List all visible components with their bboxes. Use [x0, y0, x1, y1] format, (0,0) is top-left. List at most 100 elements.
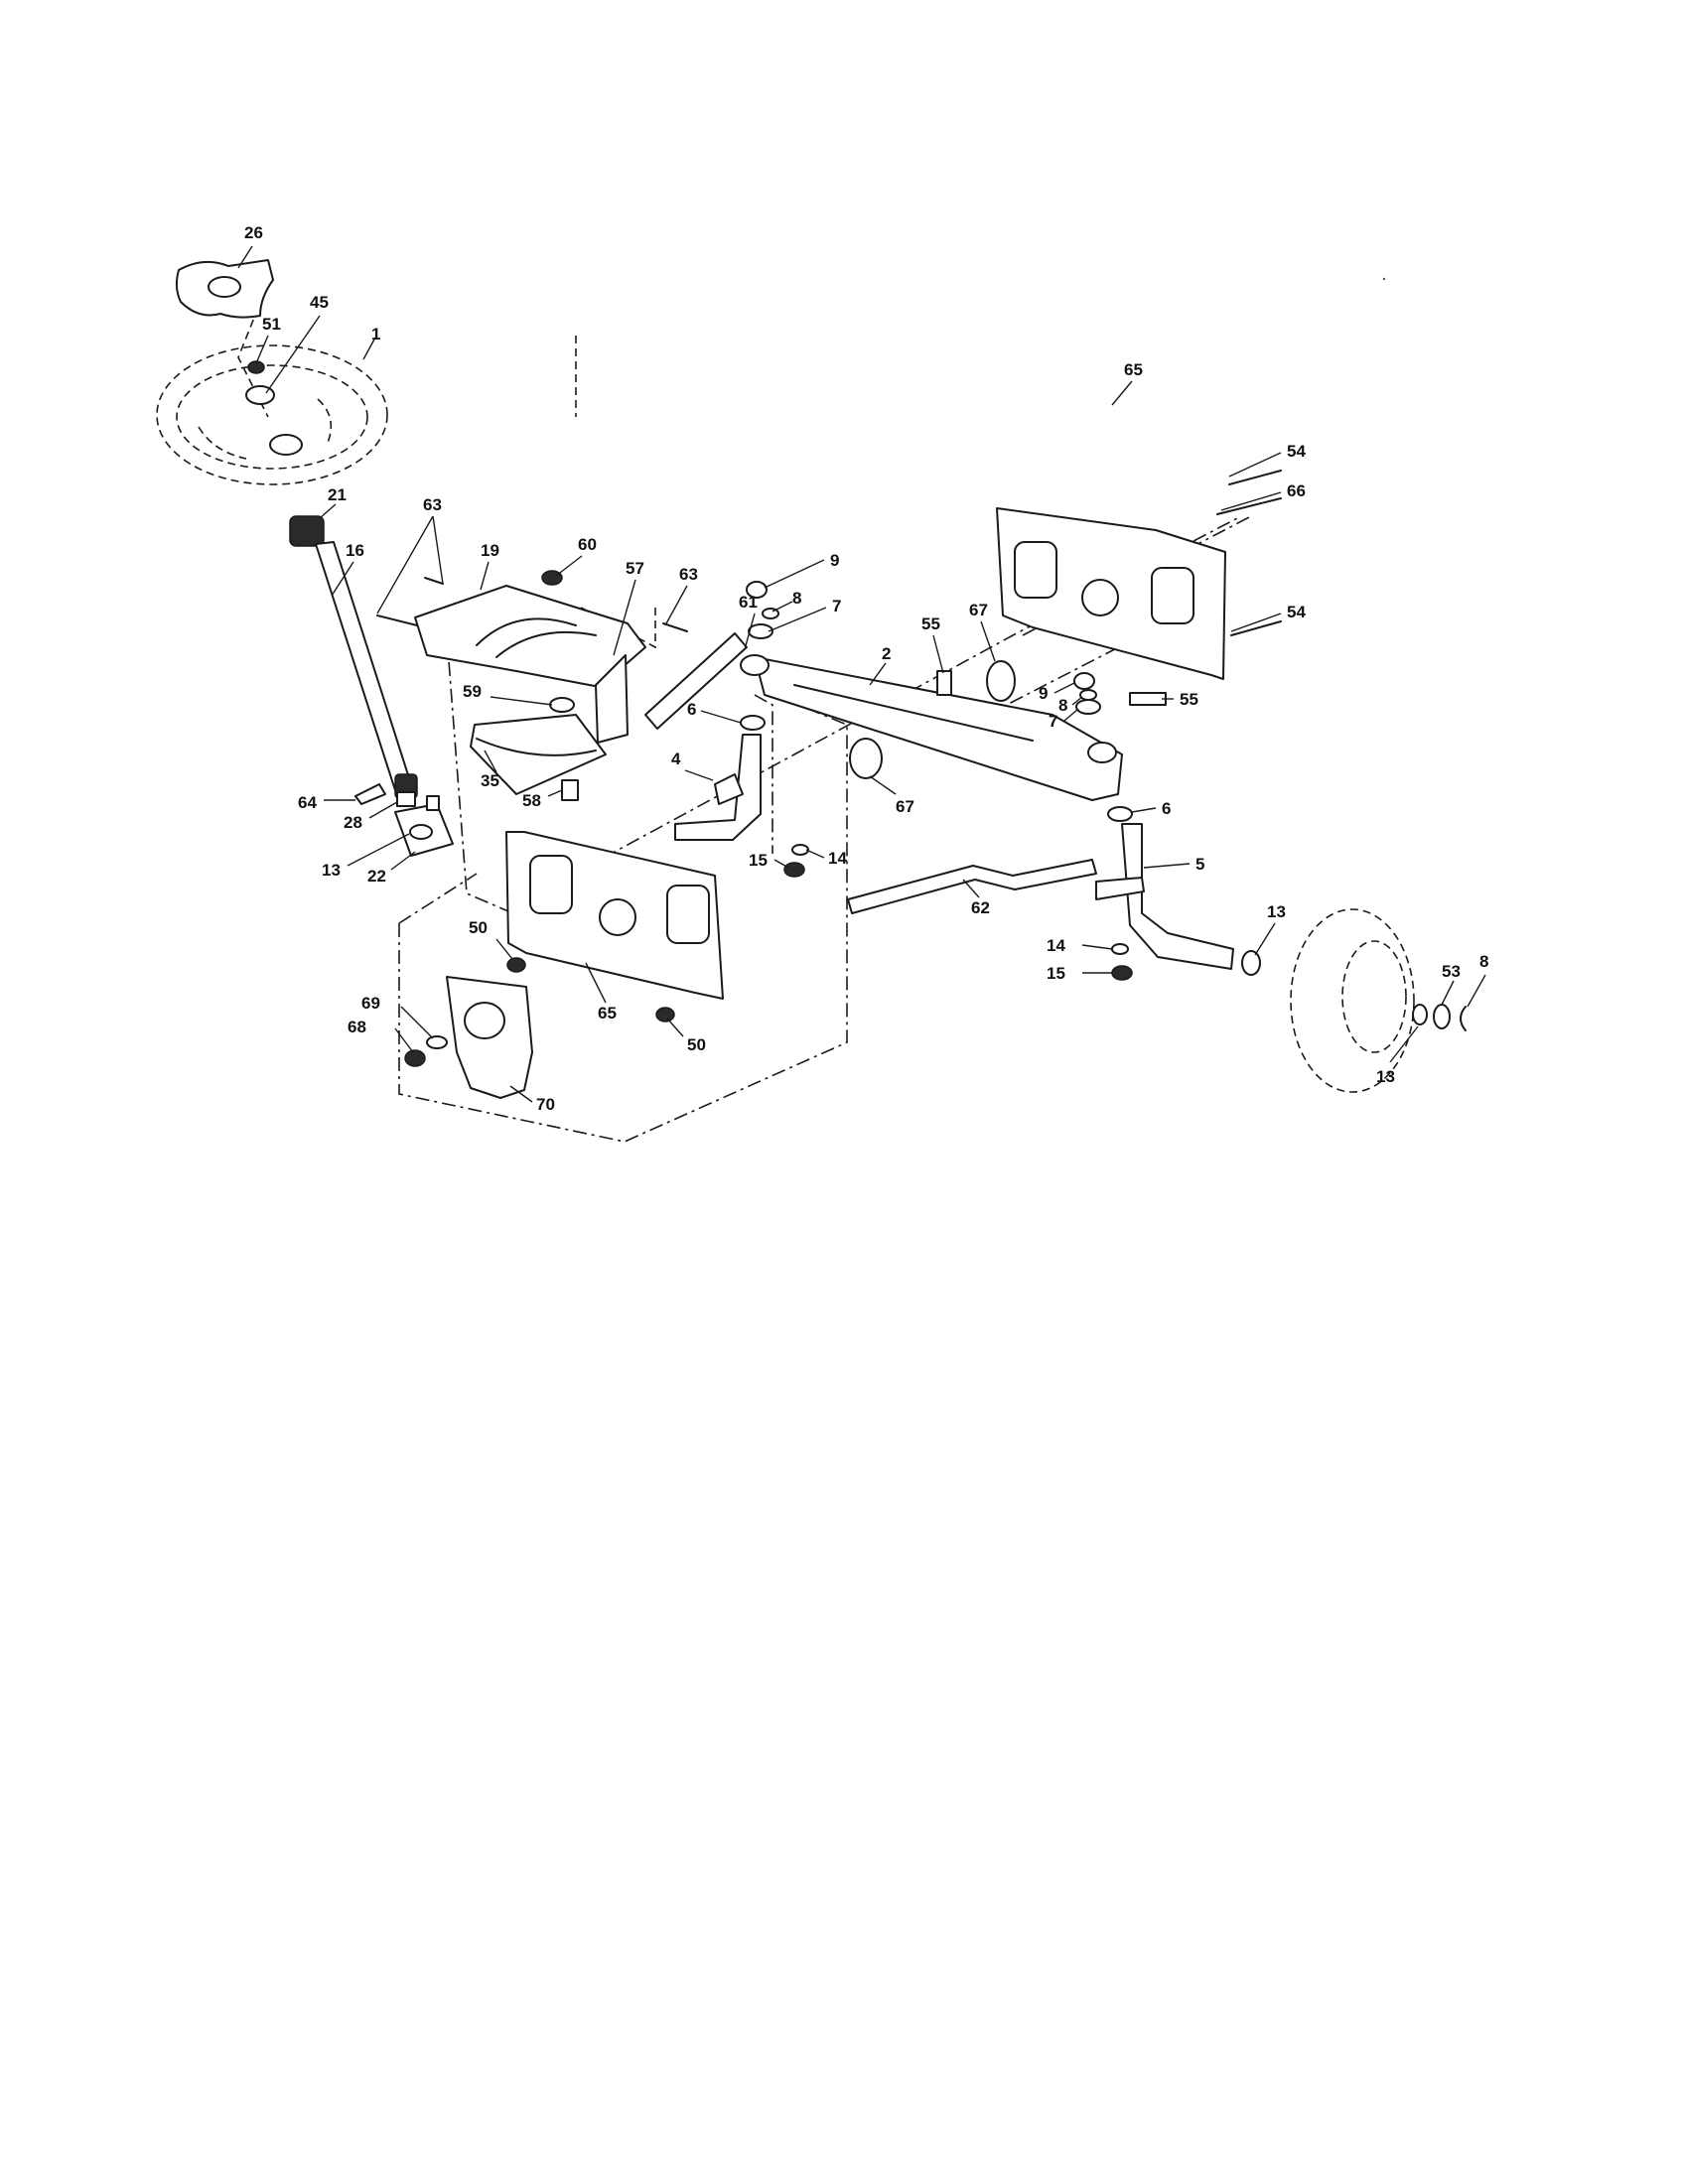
- callout-22: 22: [367, 867, 386, 886]
- leader-61: [744, 613, 756, 650]
- steering-wheel-inner-rim: [176, 364, 368, 470]
- steering-wheel-spoke-left: [198, 426, 247, 460]
- callout-8-wheel: 8: [1479, 952, 1488, 971]
- bolt-54-lower: [1230, 620, 1282, 636]
- callout-28: 28: [344, 813, 362, 832]
- roll-pin-64: [354, 783, 386, 805]
- callout-13-bushing: 13: [322, 861, 341, 880]
- callout-6-right: 6: [1162, 799, 1171, 818]
- column-group-outline: [446, 634, 537, 924]
- leader-6a: [700, 710, 742, 724]
- callout-9-lower: 9: [1039, 684, 1048, 703]
- bracket-upper-center-hole: [1081, 579, 1119, 616]
- bracket-nut-50-right: [655, 1007, 675, 1023]
- front-bracket-65-lower: [505, 831, 724, 1000]
- callout-14-lower: 14: [1047, 936, 1065, 955]
- callout-59: 59: [463, 682, 482, 701]
- steering-collar-28: [396, 791, 416, 807]
- callout-60: 60: [578, 535, 597, 554]
- leader-14a: [805, 849, 825, 859]
- callout-8-upper: 8: [792, 589, 801, 608]
- retaining-ring-8: [1460, 1006, 1467, 1031]
- stray-mark: [1382, 277, 1386, 281]
- leader-67b: [869, 775, 897, 795]
- leader-54b: [1230, 613, 1282, 632]
- wheel-washer-53: [1433, 1004, 1451, 1029]
- leader-16: [331, 561, 354, 597]
- bushing-washer-13: [409, 824, 433, 840]
- callout-15-upper: 15: [749, 851, 768, 870]
- axle-spacer-55-left: [936, 670, 952, 696]
- callout-64: 64: [298, 793, 317, 812]
- wheel-washer-13-outer: [1412, 1004, 1428, 1025]
- leader-8c: [1467, 974, 1486, 1008]
- callout-58: 58: [522, 791, 541, 810]
- spindle-4-left: [674, 734, 762, 841]
- wheel-washer-13-inner: [1241, 950, 1261, 976]
- callout-7-lower: 7: [1049, 712, 1057, 731]
- callout-54-upper: 54: [1287, 442, 1306, 461]
- callout-62: 62: [971, 898, 990, 917]
- leader-50b: [666, 1018, 684, 1037]
- steering-wheel-assembly: [156, 259, 388, 485]
- steering-column-assembly: [289, 515, 454, 857]
- washer-14-left: [791, 844, 809, 856]
- leader-5: [1143, 863, 1191, 869]
- steering-wheel-spoke-right: [317, 398, 333, 444]
- front-axle-assembly: [674, 581, 1234, 981]
- callout-65-upper: 65: [1124, 360, 1143, 379]
- lower-bracket-group-link: [398, 873, 478, 924]
- leader-68: [394, 1027, 414, 1053]
- callout-55-upper: 55: [921, 614, 940, 633]
- steering-wheel-nut-51: [247, 360, 265, 374]
- callout-6-left: 6: [687, 700, 696, 719]
- leader-67a: [980, 620, 996, 662]
- leader-35: [484, 750, 497, 773]
- washer-7-right: [1075, 699, 1101, 715]
- leader-1: [362, 337, 376, 360]
- axle-pivot-right: [1087, 742, 1117, 763]
- bracket-upper-window-right: [1151, 567, 1194, 624]
- leader-59: [490, 696, 553, 706]
- leader-lines: [237, 245, 1486, 1103]
- callout-55-lower: 55: [1180, 690, 1198, 709]
- leader-55a: [932, 634, 944, 674]
- leader-19: [480, 561, 490, 591]
- callout-4: 4: [671, 750, 681, 768]
- washer-14-right: [1111, 943, 1129, 955]
- leader-65b: [585, 962, 607, 1004]
- callout-7-upper: 7: [832, 597, 841, 615]
- steering-cap-hole: [208, 276, 241, 298]
- leader-57: [613, 579, 636, 656]
- spindle-5-right: [1121, 823, 1234, 970]
- callout-69: 69: [361, 994, 380, 1013]
- bracket-upper-window-left: [1014, 541, 1057, 599]
- plate-bolt-63-upper: [424, 577, 444, 585]
- callout-26: 26: [244, 223, 263, 242]
- nut-15-left: [783, 862, 805, 878]
- leader-2: [869, 662, 887, 686]
- nut-15-right: [1111, 965, 1133, 981]
- callout-57: 57: [626, 559, 644, 578]
- grille-nut-68: [404, 1049, 426, 1067]
- callout-2: 2: [882, 644, 891, 663]
- leader-8b: [1071, 696, 1083, 706]
- leader-69: [400, 1006, 434, 1039]
- bracket-lower-window-left: [529, 855, 573, 914]
- spindle-arm-left: [714, 773, 744, 805]
- plate-bolt-63-right: [662, 622, 688, 632]
- callout-67-upper: 67: [969, 601, 988, 619]
- axle-pivot-left: [740, 654, 770, 676]
- front-wheel-tire: [1290, 908, 1415, 1093]
- steering-wheel-outer-rim: [156, 344, 388, 485]
- callout-53: 53: [1442, 962, 1461, 981]
- callout-63-right: 63: [679, 565, 698, 584]
- callout-51: 51: [262, 315, 281, 334]
- callout-68: 68: [348, 1018, 366, 1036]
- leader-13b: [1254, 922, 1276, 956]
- callout-21: 21: [328, 485, 347, 504]
- callout-19: 19: [481, 541, 499, 560]
- pivot-bushing-67-upper: [986, 660, 1016, 702]
- pivot-bushing-67-lower: [849, 738, 883, 779]
- leader-9b: [1053, 682, 1075, 694]
